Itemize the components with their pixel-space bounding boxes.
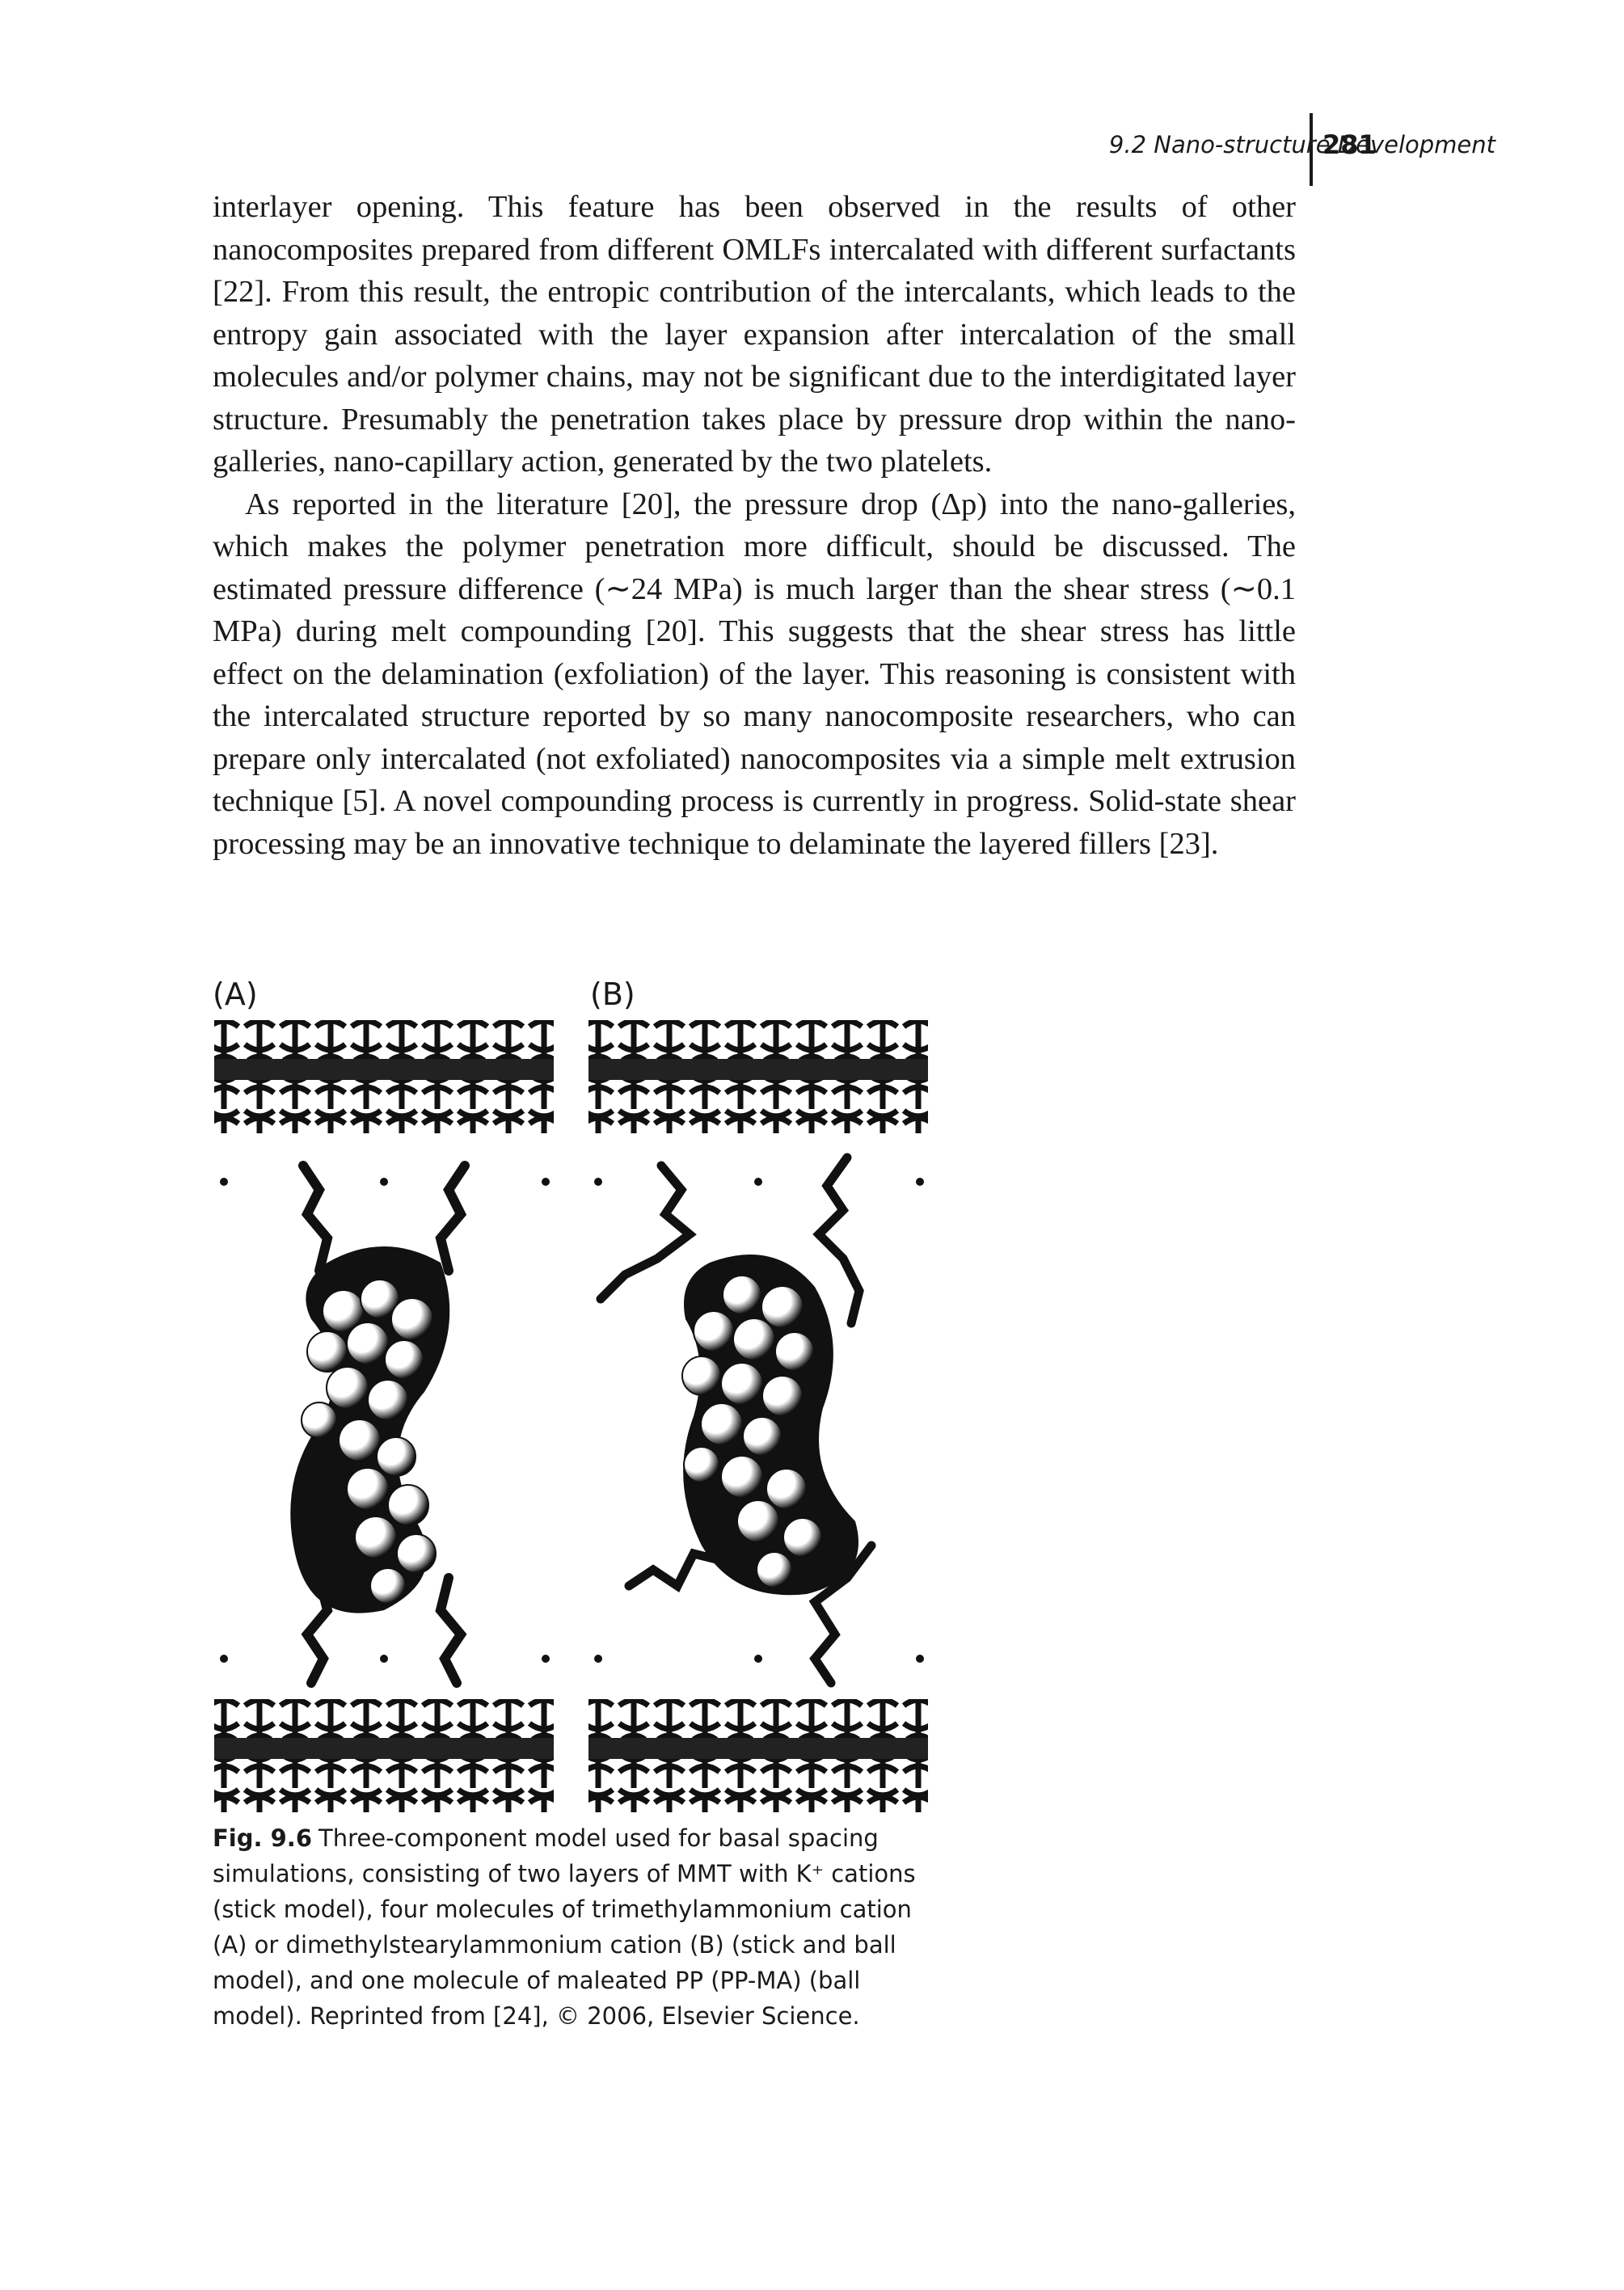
figure-panel-a-label: (A) [213, 976, 258, 1012]
figure-number: Fig. 9.6 [213, 1824, 312, 1852]
body-text: interlayer opening. This feature has bee… [213, 186, 1296, 865]
figure-panel-b-image [588, 1020, 928, 1812]
figure-panel-b-label: (B) [590, 976, 635, 1012]
paragraph-1: interlayer opening. This feature has bee… [213, 190, 1296, 479]
figure-panel-a-image [214, 1020, 554, 1812]
paragraph-2: As reported in the literature [20], the … [213, 487, 1296, 861]
figure-caption-text: Three-component model used for basal spa… [213, 1824, 916, 2030]
header-rule [1310, 113, 1313, 186]
running-head-title: 9.2 Nano-structure Development [1108, 131, 1495, 158]
page-number: 281 [1322, 129, 1377, 160]
